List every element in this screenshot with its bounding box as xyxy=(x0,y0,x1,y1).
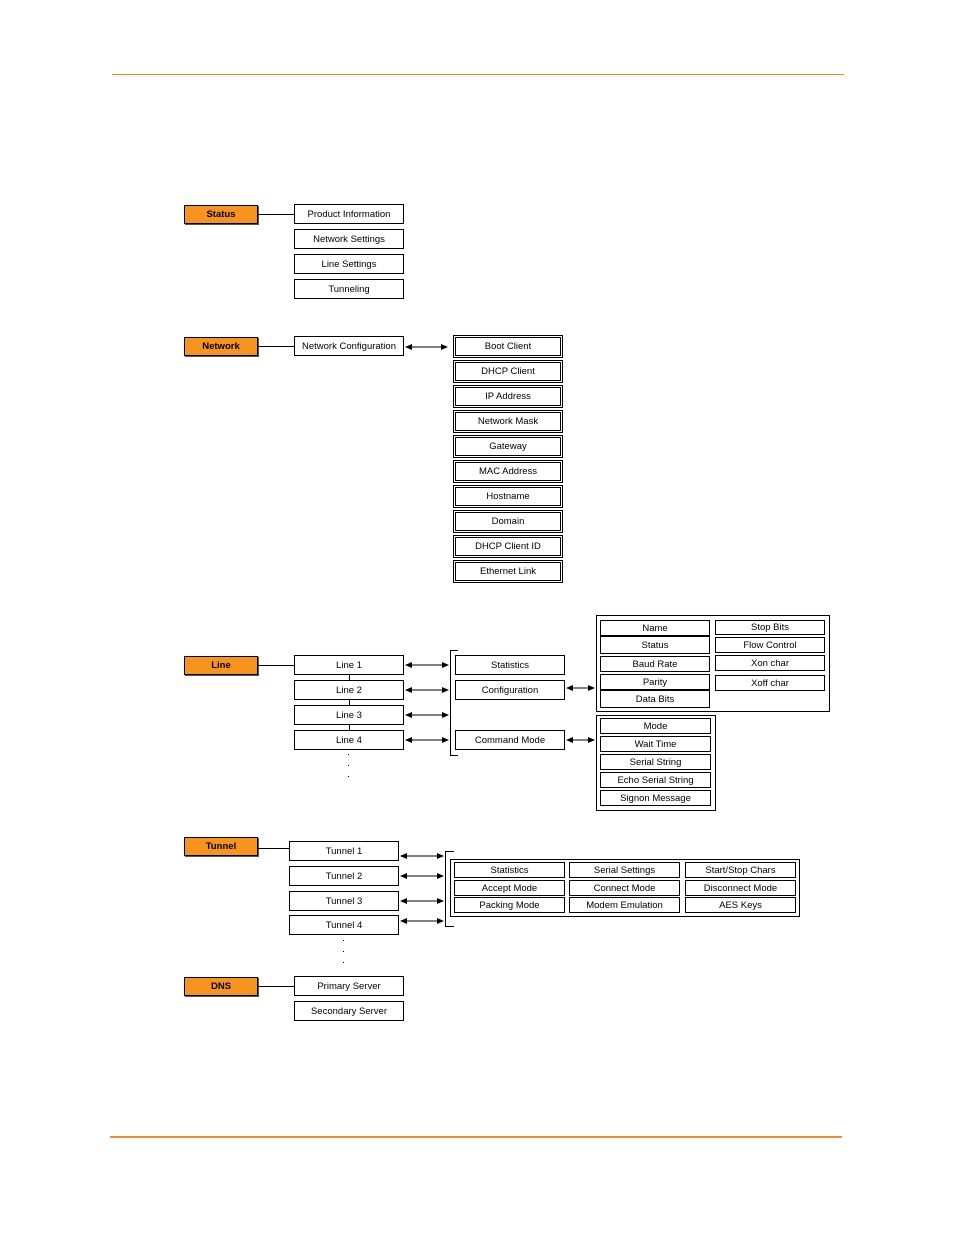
tunnel-item-tunnel-1: Tunnel 1 xyxy=(289,841,399,861)
network-item-boot-client: Boot Client xyxy=(453,335,563,358)
status-connector xyxy=(258,214,294,215)
line-item-line-2: Line 2 xyxy=(294,680,404,700)
line-item-line-1: Line 1 xyxy=(294,655,404,675)
line-command-echo-serial-string: Echo Serial String xyxy=(600,772,711,788)
tunnel-ellipsis-dot xyxy=(343,962,344,963)
line-sub-configuration: Configuration xyxy=(455,680,565,700)
line-ellipsis-dot xyxy=(348,776,349,777)
tunnel-category: Tunnel xyxy=(184,837,258,856)
tunnel-grid-disconnect-mode: Disconnect Mode xyxy=(685,880,796,896)
tunnel-bracket xyxy=(445,851,446,927)
network-item-dhcp-client-id: DHCP Client ID xyxy=(453,535,563,558)
network-configuration-box: Network Configuration xyxy=(294,336,404,356)
network-connector xyxy=(258,346,294,347)
network-item-hostname: Hostname xyxy=(453,485,563,508)
tunnel-grid-accept-mode: Accept Mode xyxy=(454,880,565,896)
line-sub-statistics: Statistics xyxy=(455,655,565,675)
network-item-dhcp-client: DHCP Client xyxy=(453,360,563,383)
network-item-gateway: Gateway xyxy=(453,435,563,458)
network-category: Network xyxy=(184,337,258,356)
line-sub-command-mode: Command Mode xyxy=(455,730,565,750)
line-config-flow-control: Flow Control xyxy=(715,637,825,653)
line-config-stop-bits: Stop Bits xyxy=(715,620,825,635)
line-command-wait-time: Wait Time xyxy=(600,736,711,752)
line-item-line-4: Line 4 xyxy=(294,730,404,750)
line-config-xon-char: Xon char xyxy=(715,655,825,671)
line-command-serial-string: Serial String xyxy=(600,754,711,770)
tunnel-grid-start-stop-chars: Start/Stop Chars xyxy=(685,862,796,878)
line-config-name: Name xyxy=(600,620,710,636)
status-item-line-settings: Line Settings xyxy=(294,254,404,274)
tunnel-item-tunnel-2: Tunnel 2 xyxy=(289,866,399,886)
line-command-mode: Mode xyxy=(600,718,711,734)
network-item-ethernet-link: Ethernet Link xyxy=(453,560,563,583)
tunnel-bracket-top xyxy=(445,851,454,852)
tunnel-bracket-bottom xyxy=(445,926,454,927)
line-connector xyxy=(258,665,294,666)
line-ellipsis-dot xyxy=(348,754,349,755)
status-item-network-settings: Network Settings xyxy=(294,229,404,249)
line-config-status: Status xyxy=(600,636,710,654)
tunnel-grid-packing-mode: Packing Mode xyxy=(454,897,565,913)
tunnel-grid-serial-settings: Serial Settings xyxy=(569,862,680,878)
status-category: Status xyxy=(184,205,258,224)
footer-rule xyxy=(110,1136,842,1138)
dns-connector xyxy=(258,986,294,987)
line-config-parity: Parity xyxy=(600,674,710,690)
line-bracket xyxy=(450,650,451,756)
tunnel-grid-statistics: Statistics xyxy=(454,862,565,878)
line-ellipsis-dot xyxy=(348,765,349,766)
dns-category: DNS xyxy=(184,977,258,996)
tunnel-ellipsis-dot xyxy=(343,951,344,952)
line-bracket-bottom xyxy=(450,755,458,756)
line-config-xoff-char: Xoff char xyxy=(715,675,825,691)
line-category: Line xyxy=(184,656,258,675)
tunnel-item-tunnel-3: Tunnel 3 xyxy=(289,891,399,911)
dns-item-secondary-server: Secondary Server xyxy=(294,1001,404,1021)
status-item-tunneling: Tunneling xyxy=(294,279,404,299)
dns-item-primary-server: Primary Server xyxy=(294,976,404,996)
line-config-data-bits: Data Bits xyxy=(600,690,710,708)
tunnel-grid-connect-mode: Connect Mode xyxy=(569,880,680,896)
header-rule xyxy=(112,74,844,75)
tunnel-connector xyxy=(258,848,289,849)
tunnel-grid-aes-keys: AES Keys xyxy=(685,897,796,913)
status-item-product-information: Product Information xyxy=(294,204,404,224)
network-item-ip-address: IP Address xyxy=(453,385,563,408)
tunnel-item-tunnel-4: Tunnel 4 xyxy=(289,915,399,935)
network-item-network-mask: Network Mask xyxy=(453,410,563,433)
line-stack-spine xyxy=(349,675,350,731)
line-command-signon-message: Signon Message xyxy=(600,790,711,806)
line-item-line-3: Line 3 xyxy=(294,705,404,725)
tunnel-ellipsis-dot xyxy=(343,940,344,941)
tunnel-grid-modem-emulation: Modem Emulation xyxy=(569,897,680,913)
network-item-domain: Domain xyxy=(453,510,563,533)
line-config-baud-rate: Baud Rate xyxy=(600,656,710,672)
line-bracket-top xyxy=(450,650,458,651)
network-item-mac-address: MAC Address xyxy=(453,460,563,483)
